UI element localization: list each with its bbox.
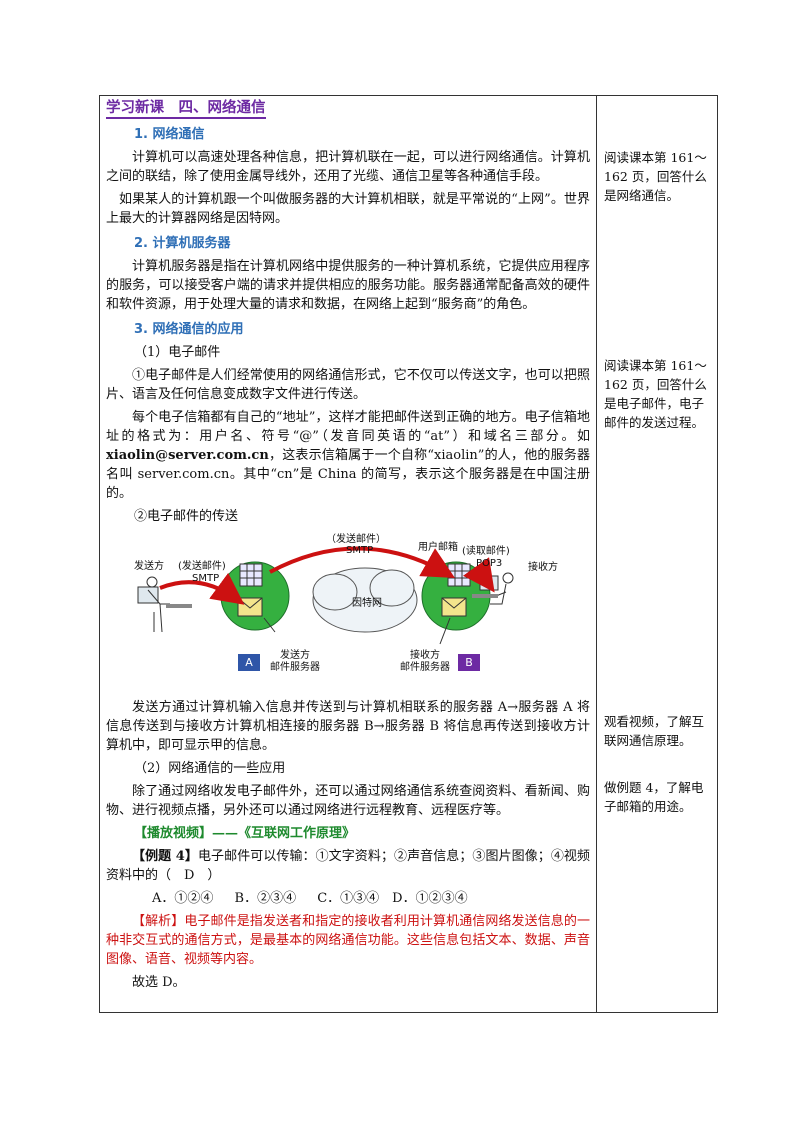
email-text-b: ，这表示信箱属于一个自称“xiaolin”的人，他的服务器名叫 server.c… (106, 448, 590, 501)
side-note-2: 阅读课本第 161～162 页，回答什么是电子邮件，电子邮件的发送过程。 (604, 358, 707, 430)
smtp-arrow (269, 546, 455, 578)
diagram-svg (137, 546, 514, 671)
pop3-arrow (463, 557, 495, 593)
example-text: 电子邮件可以传输：①文字资料；②声音信息；③图片图像；④视频资料中的（ D ） (106, 849, 590, 883)
example-options: A．①②④ B．②③④ C．①③④ D．①②③④ (152, 891, 468, 906)
side-note-1: 阅读课本第 161～162 页，回答什么是网络通信。 (604, 150, 707, 203)
label-pop3: POP3 (476, 558, 503, 569)
box-b (458, 654, 480, 671)
transfer-paragraph: 发送方通过计算机输入信息并传送到与计算机相联系的服务器 A→服务器 A 将信息传… (106, 700, 590, 753)
example-label: 【例题 4】 (132, 849, 198, 864)
server-b-pointer (439, 617, 451, 645)
email-transfer-diagram: 发送方 (发送邮件) SMTP （发送邮件） SMTP 用户邮箱 (读取邮件) … (130, 532, 558, 692)
label-read-mail: (读取邮件) (462, 546, 510, 557)
box-a (238, 654, 260, 671)
server-b-caption-2: 邮件服务器 (400, 662, 450, 673)
example-4: 【例题 4】电子邮件可以传输：①文字资料；②声音信息；③图片图像；④视频资料中的… (106, 847, 590, 885)
lesson-table (99, 95, 718, 1013)
server-b-caption-1: 接收方 (410, 650, 440, 661)
label-smtp-left: SMTP (192, 573, 220, 584)
server-a-caption-2: 邮件服务器 (270, 662, 320, 673)
main-column: 学习新课 四、网络通信 1. 网络通信 计算机可以高速处理各种信息，把计算机联在… (106, 98, 590, 996)
email-example: xiaolin@server.com.cn (106, 448, 269, 463)
video-line: 【播放视频】——《互联网工作原理》 (134, 826, 356, 841)
label-receiver: 接收方 (528, 562, 558, 573)
email-paragraph-1: ①电子邮件是人们经常使用的网络通信形式，它不仅可以传送文字，也可以把照片、语言及… (106, 368, 590, 402)
section-2-paragraph: 计算机服务器是指在计算机网络中提供服务的一种计算机系统，它提供应用程序的服务，可… (106, 259, 590, 312)
email-subheading: （1）电子邮件 (134, 345, 221, 360)
side-note-4: 做例题 4，了解电子邮箱的用途。 (604, 780, 704, 814)
box-b-label: B (465, 656, 473, 669)
server-a-pointer (263, 617, 276, 633)
box-a-label: A (245, 656, 253, 669)
label-send-mail-top: （发送邮件） (326, 534, 386, 545)
email-paragraph-2: 每个电子信箱都有自己的“地址”，这样才能把邮件送到正确的地方。电子信箱地址的格式… (106, 408, 590, 503)
send-arrow (159, 572, 245, 605)
email-transfer-subheading: ②电子邮件的传送 (134, 509, 239, 524)
internet-cloud-icon (312, 567, 418, 633)
server-b-caption: 接收方邮件服务器 (400, 650, 450, 674)
lesson-title: 学习新课 四、网络通信 (106, 98, 266, 119)
server-a-caption: 发送方邮件服务器 (270, 650, 320, 674)
email-text-a: 每个电子信箱都有自己的“地址”，这样才能把邮件送到正确的地方。电子信箱地址的格式… (106, 410, 590, 444)
server-a-caption-1: 发送方 (280, 650, 310, 661)
side-note-3: 观看视频，了解互联网通信原理。 (604, 714, 705, 748)
answer: 故选 D。 (132, 975, 186, 990)
section-3-heading: 3. 网络通信的应用 (134, 322, 244, 337)
label-user-mailbox: 用户邮箱 (418, 542, 458, 553)
label-send-mail-left: (发送邮件) (178, 561, 226, 572)
applications-paragraph: 除了通过网络收发电子邮件外，还可以通过网络通信系统查阅资料、看新闻、购物、进行视… (106, 784, 590, 818)
label-smtp-top: SMTP (346, 545, 374, 556)
label-sender: 发送方 (134, 561, 164, 572)
section-1-paragraph-2: 如果某人的计算机跟一个叫做服务器的大计算机相联，就是平常说的“上网”。世界上最大… (106, 192, 590, 226)
analysis: 【解析】电子邮件是指发送者和指定的接收者利用计算机通信网络发送信息的一种非交互式… (106, 914, 590, 967)
section-1-heading: 1. 网络通信 (134, 127, 205, 142)
applications-subheading: （2）网络通信的一些应用 (134, 761, 286, 776)
label-internet: 因特网 (352, 598, 382, 609)
column-divider (596, 95, 597, 1013)
section-2-heading: 2. 计算机服务器 (134, 236, 231, 251)
sender-computer-icon (137, 576, 192, 633)
section-1-paragraph-1: 计算机可以高速处理各种信息，把计算机联在一起，可以进行网络通信。计算机之间的联结… (106, 150, 590, 184)
